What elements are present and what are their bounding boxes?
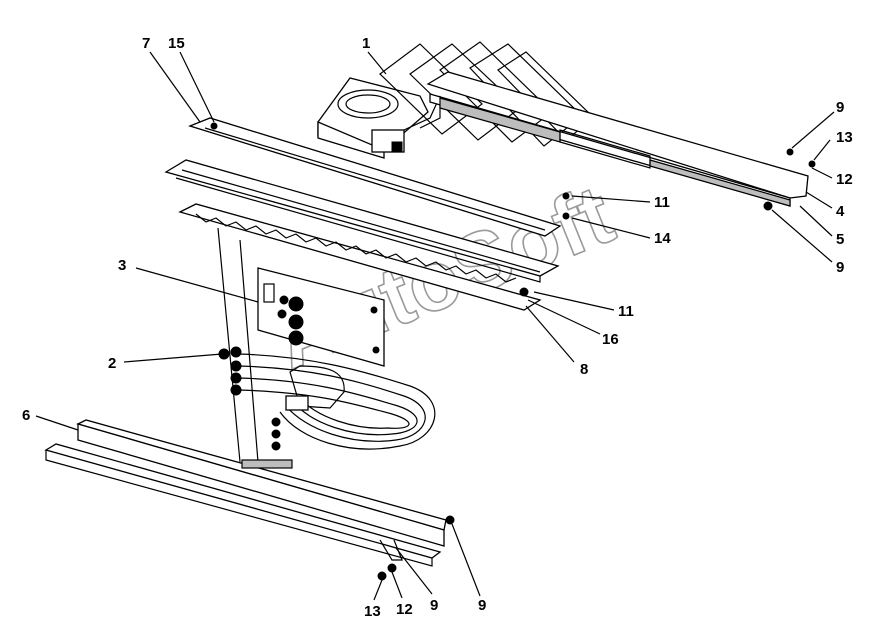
callout-11-mid: 11 — [618, 303, 634, 320]
callout-12-top: 12 — [836, 171, 853, 188]
long-plate-middle — [164, 159, 560, 283]
callout-14: 14 — [654, 230, 671, 247]
part-3-control-panel — [257, 267, 385, 367]
callout-9-bottom-right: 9 — [478, 597, 486, 614]
callout-9-top: 9 — [836, 99, 844, 116]
callout-6: 6 — [22, 407, 30, 424]
callout-5: 5 — [836, 231, 844, 248]
callout-12-bottom: 12 — [396, 601, 413, 618]
part-6-lower-rail — [44, 419, 447, 567]
callout-16: 16 — [602, 331, 619, 348]
callout-9-right: 9 — [836, 259, 844, 276]
callout-13-top: 13 — [836, 129, 853, 146]
callout-9-bottom: 9 — [430, 597, 438, 614]
part-4-upper-rail — [426, 71, 809, 207]
callout-1: 1 — [362, 35, 370, 52]
part-7-gasket-plate — [188, 117, 562, 237]
callout-13-bottom: 13 — [364, 603, 381, 620]
callout-7: 7 — [142, 35, 150, 52]
part-2-cable-coil — [217, 227, 436, 463]
callout-15: 15 — [168, 35, 185, 52]
callout-11-top: 11 — [654, 194, 670, 211]
part-8-toothed-strip — [178, 203, 542, 311]
leader-lines — [35, 51, 835, 601]
callout-3: 3 — [118, 257, 126, 274]
callout-2: 2 — [108, 355, 116, 372]
callout-8: 8 — [580, 361, 588, 378]
callout-4: 4 — [836, 203, 845, 220]
part-1-housing — [317, 77, 441, 159]
fasteners — [210, 122, 816, 581]
